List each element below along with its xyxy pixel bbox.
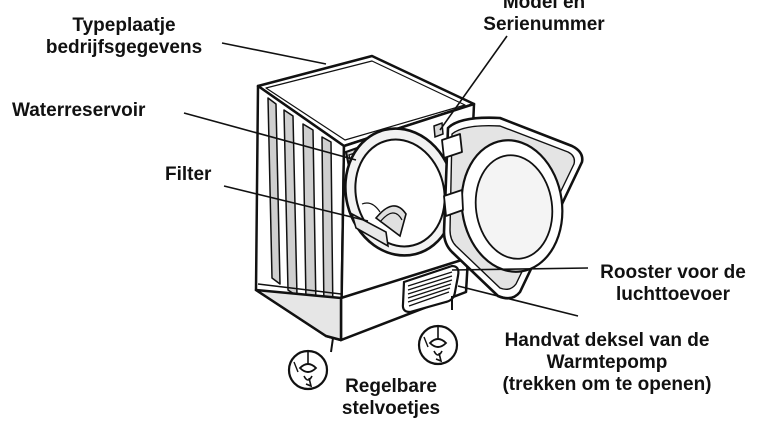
label-model-line1: Model en [502, 0, 586, 13]
label-waterreservoir: Waterreservoir [12, 100, 145, 122]
feet [330, 296, 453, 353]
door-hinge-bottom [443, 189, 464, 217]
label-typeplaatje: Typeplaatje bedrijfsgegevens [26, 15, 222, 59]
label-rooster-line2: luchttoevoer [615, 284, 731, 305]
label-filter: Filter [165, 164, 211, 186]
label-rooster: Rooster voor de luchttoevoer [588, 262, 758, 306]
leader-lines [183, 35, 589, 317]
label-handvat: Handvat deksel van de Warmtepomp (trekke… [476, 330, 738, 396]
foot-detail-right [417, 324, 459, 366]
door-opening [344, 127, 456, 257]
air-intake-grille [401, 264, 460, 314]
door-hinge-top [441, 133, 463, 159]
front-foot-left [330, 337, 334, 353]
label-filter-line1: Filter [165, 164, 212, 185]
label-handvat-line1: Handvat deksel van de [504, 330, 710, 351]
label-typeplaatje-line2: bedrijfsgegevens [45, 37, 203, 58]
label-model-line2: Serienummer [483, 14, 605, 35]
label-typeplaatje-line1: Typeplaatje [72, 15, 176, 36]
label-waterreservoir-line1: Waterreservoir [12, 100, 146, 121]
leader-rooster [451, 267, 589, 271]
dryer-plinth-side [254, 288, 343, 342]
leader-model [439, 35, 508, 131]
drum-fin [374, 205, 407, 238]
label-model: Model en Serienummer [474, 0, 614, 36]
label-stelvoetjes: Regelbare stelvoetjes [332, 376, 450, 420]
model-plate [433, 121, 444, 139]
dryer-top-inner [265, 60, 466, 141]
label-stelvoetjes-line2: stelvoetjes [341, 398, 441, 419]
open-door [441, 116, 584, 300]
leader-typeplaatje [221, 42, 327, 65]
leader-filter [223, 185, 369, 222]
door-glass-inner [474, 154, 554, 260]
label-handvat-line3: (trekken om te openen) [502, 374, 712, 395]
label-handvat-line2: Warmtepomp [546, 352, 668, 373]
label-stelvoetjes-line1: Regelbare [345, 376, 437, 397]
filter-part [350, 212, 390, 248]
label-rooster-line1: Rooster voor de [600, 262, 746, 283]
foot-detail-left [287, 349, 329, 391]
leader-handvat [457, 285, 579, 317]
leader-waterreservoir [183, 112, 357, 161]
